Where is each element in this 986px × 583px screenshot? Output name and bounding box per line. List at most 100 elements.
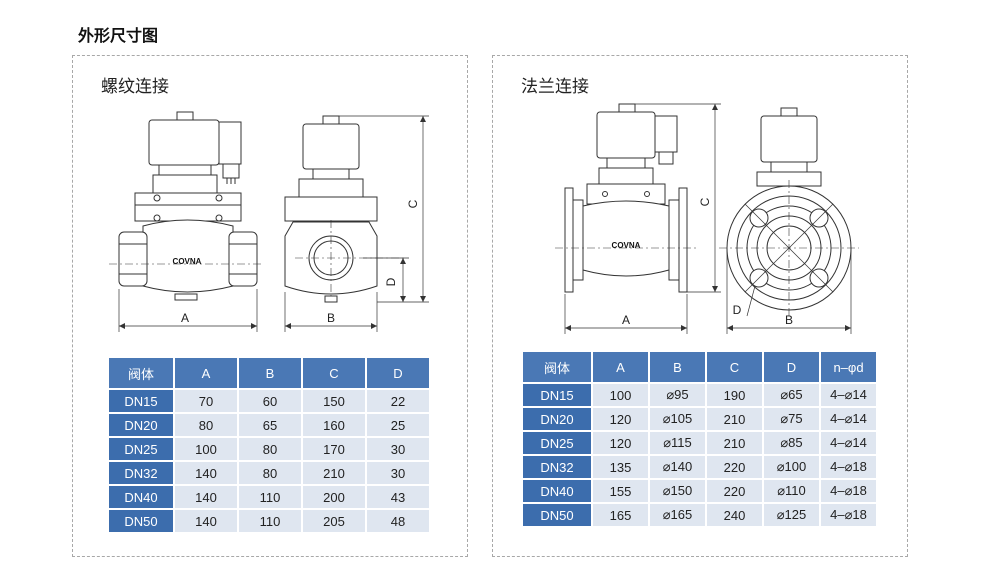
table-cell: 80 (239, 462, 301, 484)
table-cell: 70 (175, 390, 237, 412)
header-cell: 阀体 (109, 358, 173, 388)
table-cell: 80 (239, 438, 301, 460)
table-cell: 220 (707, 456, 762, 478)
table-header-row: 阀体 A B C D (109, 358, 429, 388)
header-cell: n–φd (821, 352, 876, 382)
table-row: DN20 120 ⌀105 210 ⌀75 4–⌀14 (523, 408, 876, 430)
table-cell: 200 (303, 486, 365, 508)
header-cell: D (367, 358, 429, 388)
row-size-cell: DN25 (109, 438, 173, 460)
table-cell: 4–⌀14 (821, 432, 876, 454)
table-cell: 60 (239, 390, 301, 412)
table-cell: 48 (367, 510, 429, 532)
table-cell: 160 (303, 414, 365, 436)
table-cell: ⌀95 (650, 384, 705, 406)
table-cell: ⌀115 (650, 432, 705, 454)
flange-dim-c: C (698, 197, 712, 206)
thread-dim-d: D (384, 277, 398, 286)
header-cell: C (707, 352, 762, 382)
table-cell: 135 (593, 456, 648, 478)
table-cell: 170 (303, 438, 365, 460)
table-cell: 210 (303, 462, 365, 484)
table-cell: 120 (593, 408, 648, 430)
header-cell: C (303, 358, 365, 388)
table-cell: 140 (175, 510, 237, 532)
table-cell: 100 (175, 438, 237, 460)
table-cell: 4–⌀18 (821, 504, 876, 526)
header-cell: B (239, 358, 301, 388)
thread-panel: 螺纹连接 COVNA (72, 55, 468, 557)
table-cell: 25 (367, 414, 429, 436)
table-row: DN40 155 ⌀150 220 ⌀110 4–⌀18 (523, 480, 876, 502)
table-header-row: 阀体 A B C D n–φd (523, 352, 876, 382)
table-cell: 120 (593, 432, 648, 454)
table-cell: 4–⌀18 (821, 480, 876, 502)
page-title: 外形尺寸图 (78, 26, 159, 45)
table-cell: 210 (707, 432, 762, 454)
flange-dim-d: D (733, 303, 742, 317)
table-cell: 30 (367, 462, 429, 484)
table-cell: 165 (593, 504, 648, 526)
flange-spec-table: 阀体 A B C D n–φd DN15 100 ⌀95 190 ⌀65 4–⌀… (521, 350, 878, 528)
thread-brand-label: COVNA (173, 257, 202, 266)
row-size-cell: DN40 (523, 480, 591, 502)
table-cell: 205 (303, 510, 365, 532)
table-cell: 220 (707, 480, 762, 502)
table-cell: ⌀110 (764, 480, 819, 502)
table-cell: ⌀65 (764, 384, 819, 406)
table-cell: ⌀100 (764, 456, 819, 478)
table-cell: ⌀140 (650, 456, 705, 478)
table-row: DN15 100 ⌀95 190 ⌀65 4–⌀14 (523, 384, 876, 406)
table-row: DN40 140 110 200 43 (109, 486, 429, 508)
flange-dim-a: A (622, 313, 630, 327)
flange-panel: 法兰连接 COVNA A (492, 55, 908, 557)
row-size-cell: DN20 (109, 414, 173, 436)
table-row: DN50 140 110 205 48 (109, 510, 429, 532)
flange-brand-label: COVNA (612, 241, 641, 250)
table-cell: 65 (239, 414, 301, 436)
table-cell: 4–⌀18 (821, 456, 876, 478)
table-cell: 110 (239, 510, 301, 532)
row-size-cell: DN25 (523, 432, 591, 454)
row-size-cell: DN20 (523, 408, 591, 430)
table-cell: 22 (367, 390, 429, 412)
table-cell: 140 (175, 486, 237, 508)
row-size-cell: DN40 (109, 486, 173, 508)
table-cell: ⌀165 (650, 504, 705, 526)
header-cell: D (764, 352, 819, 382)
table-row: DN15 70 60 150 22 (109, 390, 429, 412)
row-size-cell: DN50 (523, 504, 591, 526)
flange-dim-b: B (785, 313, 793, 327)
table-row: DN25 100 80 170 30 (109, 438, 429, 460)
table-row: DN50 165 ⌀165 240 ⌀125 4–⌀18 (523, 504, 876, 526)
header-cell: B (650, 352, 705, 382)
table-cell: 43 (367, 486, 429, 508)
row-size-cell: DN32 (109, 462, 173, 484)
row-size-cell: DN15 (523, 384, 591, 406)
table-cell: 110 (239, 486, 301, 508)
table-cell: 190 (707, 384, 762, 406)
table-cell: ⌀150 (650, 480, 705, 502)
table-row: DN32 140 80 210 30 (109, 462, 429, 484)
flange-valve-drawing: COVNA A C (555, 103, 859, 334)
thread-front-view (118, 111, 258, 301)
table-cell: 240 (707, 504, 762, 526)
table-row: DN32 135 ⌀140 220 ⌀100 4–⌀18 (523, 456, 876, 478)
thread-panel-title: 螺纹连接 (101, 77, 169, 97)
row-size-cell: DN15 (109, 390, 173, 412)
thread-dim-a: A (181, 311, 189, 325)
header-cell: A (175, 358, 237, 388)
table-cell: 155 (593, 480, 648, 502)
table-cell: 210 (707, 408, 762, 430)
row-size-cell: DN32 (523, 456, 591, 478)
row-size-cell: DN50 (109, 510, 173, 532)
table-cell: 30 (367, 438, 429, 460)
table-row: DN20 80 65 160 25 (109, 414, 429, 436)
flange-panel-title: 法兰连接 (521, 77, 589, 97)
table-row: DN25 120 ⌀115 210 ⌀85 4–⌀14 (523, 432, 876, 454)
header-cell: A (593, 352, 648, 382)
thread-spec-table: 阀体 A B C D DN15 70 60 150 22 DN20 80 65 … (107, 356, 431, 534)
table-cell: 140 (175, 462, 237, 484)
table-cell: 100 (593, 384, 648, 406)
flange-front-view (564, 103, 688, 293)
